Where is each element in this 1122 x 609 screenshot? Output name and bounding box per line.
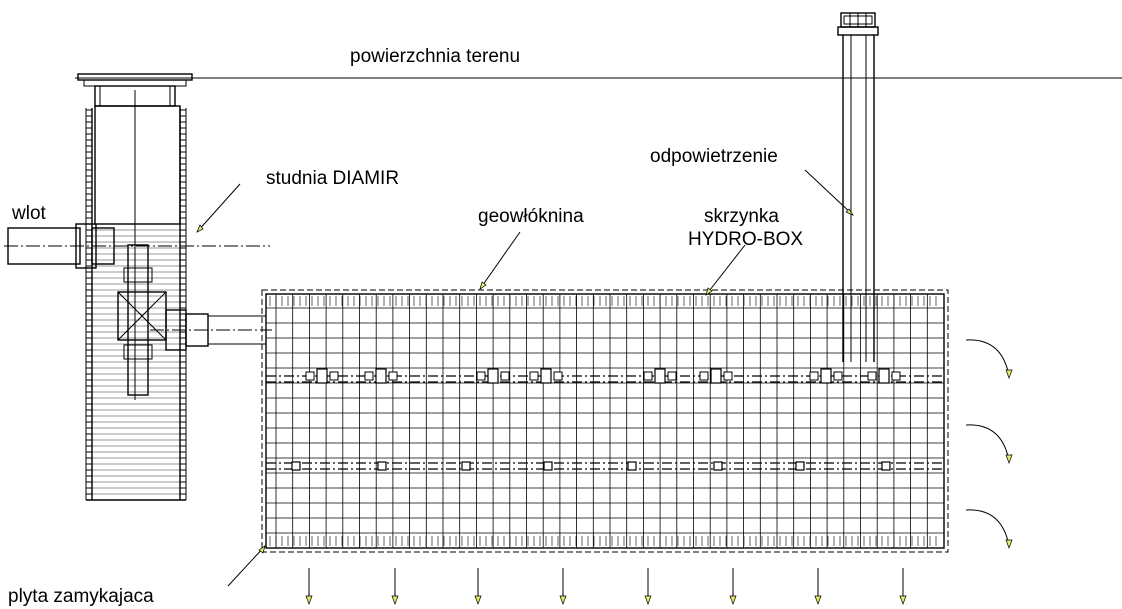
tank-connectors (291, 368, 901, 471)
connector-upper (878, 368, 890, 384)
label-well: studnia DIAMIR (266, 168, 399, 189)
connector-lower (291, 461, 301, 471)
connector-tab (529, 371, 539, 381)
connector-upper (316, 368, 328, 384)
arrowhead (814, 595, 822, 605)
arrowhead (644, 595, 652, 605)
arrowhead (559, 595, 567, 605)
connector-lower (461, 461, 471, 471)
well-corrugation (85, 108, 187, 501)
connector-lower (795, 461, 805, 471)
label-box-line2: HYDRO-BOX (688, 229, 803, 250)
connector-upper (375, 368, 387, 384)
arrowhead (391, 595, 399, 605)
leader-arrowhead-geotextile (479, 281, 487, 290)
leader-arrowhead-vent (845, 208, 854, 216)
connector-tab (667, 371, 677, 381)
connector-tab (500, 371, 510, 381)
leader-arrowhead-well (196, 224, 204, 233)
connector-upper (654, 368, 666, 384)
well-riser-pipe (127, 244, 149, 396)
label-vent: odpowietrzenie (650, 146, 778, 167)
connector-lower (881, 461, 891, 471)
infiltration-arrows-bottom (305, 568, 907, 605)
tank-frame (265, 293, 945, 549)
label-surface: powierzchnia terenu (350, 46, 520, 67)
connector-tab (553, 371, 563, 381)
connector-tab (867, 371, 877, 381)
connector-upper (540, 368, 552, 384)
hydro-box-tank (261, 289, 949, 553)
well-inner-riser (94, 105, 181, 225)
connector-upper (710, 368, 722, 384)
connector-upper (820, 368, 832, 384)
connector-lower (377, 461, 387, 471)
inlet-pipe (4, 223, 270, 269)
connector-tab (809, 371, 819, 381)
connector-tab (643, 371, 653, 381)
infiltration-arrows-side (965, 339, 1013, 549)
arrow-curve (965, 424, 1010, 462)
arrowhead (729, 595, 737, 605)
connector-lower (627, 461, 637, 471)
label-box-line1: skrzynka (704, 206, 779, 227)
arrow-curve (965, 339, 1010, 377)
connector-tab (723, 371, 733, 381)
connector-upper (487, 368, 499, 384)
arrowhead (305, 595, 313, 605)
label-cover-plate: plyta zamykajaca (8, 586, 154, 607)
arrowhead (474, 595, 482, 605)
connector-tab (833, 371, 843, 381)
outlet-pipe (150, 309, 272, 351)
leader-arrowhead-plate (258, 545, 266, 554)
well-diamir (77, 73, 193, 501)
connector-lower (543, 461, 553, 471)
arrow-curve (965, 509, 1010, 547)
connector-tab (891, 371, 901, 381)
connector-tab (476, 371, 486, 381)
label-inlet: wlot (11, 203, 47, 224)
connector-tab (364, 371, 374, 381)
connector-tab (305, 371, 315, 381)
connector-tab (329, 371, 339, 381)
leader-lines (196, 169, 854, 587)
connector-tab (388, 371, 398, 381)
arrowhead (1005, 369, 1013, 379)
arrowhead (1005, 539, 1013, 549)
leader-arrowhead-box (705, 287, 713, 296)
well-cover (77, 73, 193, 81)
connector-tab (699, 371, 709, 381)
connector-lower (713, 461, 723, 471)
arrowhead (1005, 454, 1013, 464)
geotextile-outline (261, 289, 949, 553)
arrowhead (899, 595, 907, 605)
vent-pipe (837, 12, 879, 362)
label-geotextile: geowłóknina (478, 206, 584, 227)
